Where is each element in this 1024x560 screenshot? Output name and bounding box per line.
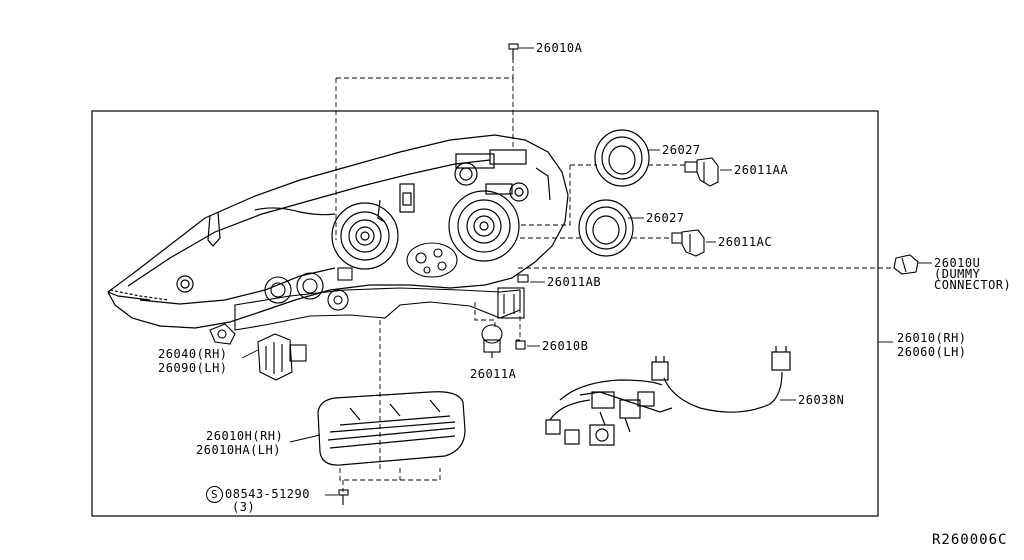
label-26010-rh: 26010(RH)	[897, 331, 967, 345]
label-26010h-rh: 26010H(RH)	[206, 429, 284, 443]
screw-26010a	[508, 43, 519, 60]
label-26038n: 26038N	[798, 393, 845, 407]
diagram-reference: R260006C	[932, 532, 1008, 548]
label-26027-upper: 26027	[662, 143, 701, 157]
bulb-26011ab	[517, 274, 529, 283]
dashed-guide-lines	[335, 60, 895, 492]
seal-cap-upper	[594, 129, 650, 187]
headlamp-housing	[107, 134, 569, 329]
label-26011aa: 26011AA	[734, 163, 789, 177]
label-26010u: 26010U	[934, 256, 981, 270]
low-beam-unit	[331, 202, 399, 270]
leader-lines	[241, 47, 932, 496]
lower-bezel-26010h	[317, 391, 466, 466]
label-26010a: 26010A	[536, 41, 583, 55]
bulb-26011ac	[671, 229, 705, 257]
high-beam-unit	[448, 190, 520, 262]
dummy-connector-26010u	[893, 254, 919, 275]
bulb-26011a	[481, 324, 503, 358]
lower-bracket	[209, 267, 525, 345]
label-26011ab: 26011AB	[547, 275, 602, 289]
screw-s-symbol: S	[206, 486, 223, 503]
side-marker-lamp	[257, 333, 307, 381]
screw-08543	[338, 489, 349, 505]
seal-cap-lower	[578, 199, 634, 257]
assembly-frame	[91, 110, 879, 517]
wiring-harness-26038n	[545, 346, 791, 446]
label-screw-qty: (3)	[232, 500, 256, 514]
socket-26010b	[515, 340, 526, 350]
bulb-26011aa	[684, 157, 719, 187]
label-26090-lh: 26090(LH)	[158, 361, 228, 375]
label-26010b: 26010B	[542, 339, 589, 353]
label-26027-lower: 26027	[646, 211, 685, 225]
label-26010ha-lh: 26010HA(LH)	[196, 443, 281, 457]
label-26011ac: 26011AC	[718, 235, 773, 249]
label-26010u-note1: (DUMMY	[934, 267, 981, 281]
label-26011a: 26011A	[470, 367, 517, 381]
actuator-motor	[406, 242, 458, 278]
label-26010u-note2: CONNECTOR)	[934, 278, 1012, 292]
screw-code: 08543-51290	[225, 487, 310, 501]
label-26040-rh: 26040(RH)	[158, 347, 228, 361]
label-26060-lh: 26060(LH)	[897, 345, 967, 359]
